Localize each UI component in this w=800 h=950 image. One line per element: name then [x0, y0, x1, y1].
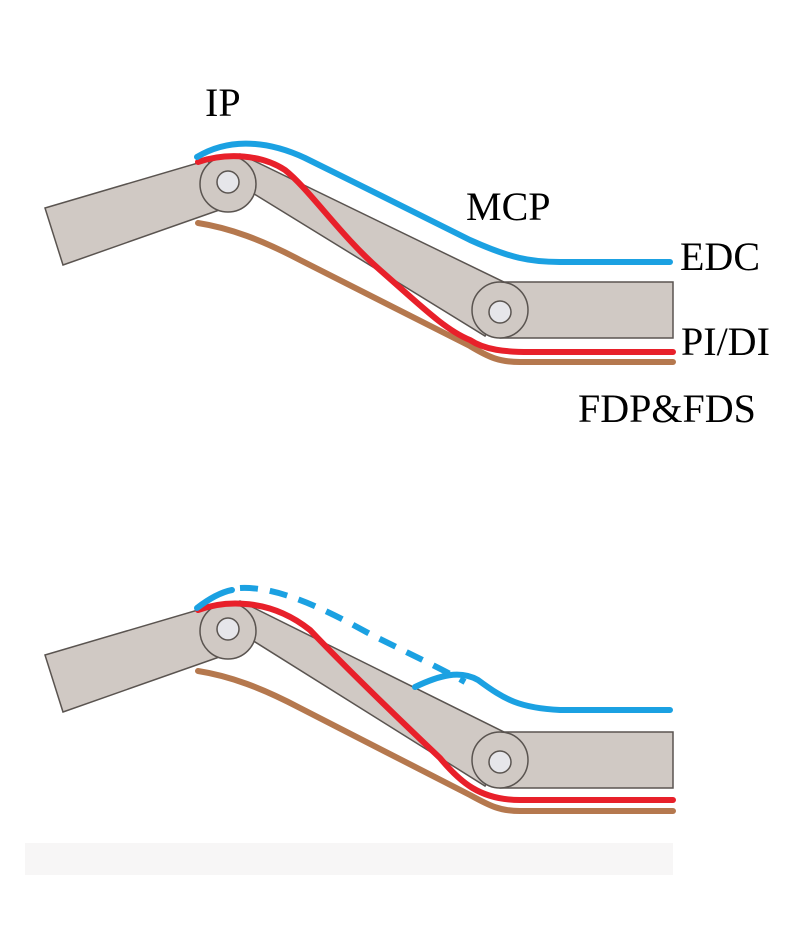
ip-joint	[216, 617, 240, 641]
middle-phalanx-bone	[210, 153, 512, 338]
pi-di-label: PI/DI	[681, 319, 770, 364]
edc-tendon-proximal-segment	[412, 671, 673, 713]
fdp-fds-tendon	[195, 668, 676, 814]
pi-di-tendon	[195, 600, 676, 803]
mcp-label: MCP	[466, 184, 551, 229]
fdp-fds-label: FDP&FDS	[578, 386, 756, 431]
ip-joint	[216, 170, 240, 194]
mcp-joint	[488, 300, 512, 324]
ip-label: IP	[205, 80, 241, 125]
mcp-joint	[488, 750, 512, 774]
fdp-fds-tendon	[195, 220, 676, 365]
distal-phalanx-bone	[44, 606, 226, 713]
bottom-shadow-band	[25, 843, 673, 875]
edc-tendon-distal-stub	[194, 587, 235, 611]
top-panel: IP MCP EDC PI/DI FDP&FDS	[44, 80, 770, 431]
distal-phalanx-bone	[44, 159, 226, 266]
pi-di-tendon	[195, 153, 676, 355]
bottom-panel	[44, 584, 676, 814]
edc-tendon	[194, 140, 673, 265]
edc-tendon-ruptured-segment	[239, 584, 467, 685]
edc-label: EDC	[680, 234, 760, 279]
